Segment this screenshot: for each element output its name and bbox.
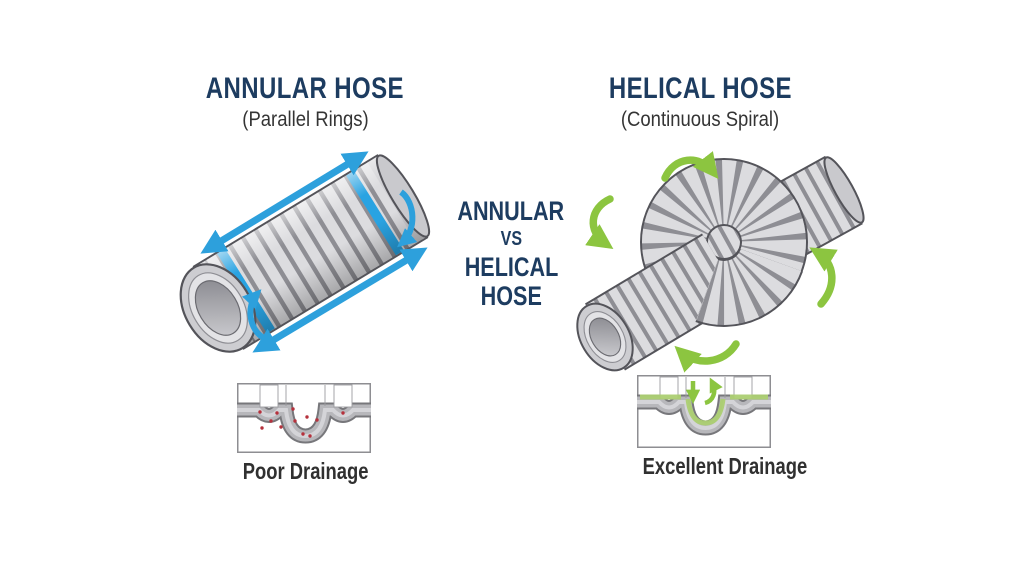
flex-arrow-top-icon xyxy=(661,151,719,182)
annular-title: ANNULAR HOSE xyxy=(205,72,405,105)
poor-drainage-diagram xyxy=(237,383,371,453)
flex-arrow-left-icon xyxy=(585,195,614,250)
annular-heading: ANNULAR HOSE (Parallel Rings) xyxy=(150,74,460,132)
length-arrow-bottom-icon xyxy=(252,247,428,353)
versus-line-hose: HOSE xyxy=(480,281,542,311)
corrugation-cross-section xyxy=(237,384,371,444)
versus-line-helical: HELICAL xyxy=(464,252,558,282)
drainage-flow-highlight xyxy=(640,394,768,426)
flex-arrow-right-icon xyxy=(809,247,838,308)
helical-hose-body xyxy=(576,155,865,372)
versus-line-annular: ANNULAR xyxy=(457,196,565,226)
excellent-drainage-label: Excellent Drainage xyxy=(642,453,808,479)
helical-heading: HELICAL HOSE (Continuous Spiral) xyxy=(545,74,855,132)
excellent-drainage-diagram xyxy=(637,375,771,448)
hose-open-end xyxy=(179,263,257,353)
helical-hose-illustration xyxy=(576,151,865,373)
hose-open-end xyxy=(576,302,634,372)
helical-subtitle: (Continuous Spiral) xyxy=(620,107,780,131)
flex-arrow-bottom-icon xyxy=(674,340,740,373)
poor-drainage-label: Poor Drainage xyxy=(242,458,369,484)
versus-text: ANNULAR VS HELICAL HOSE xyxy=(421,197,601,311)
annular-subtitle: (Parallel Rings) xyxy=(241,107,369,131)
helical-title: HELICAL HOSE xyxy=(608,72,792,105)
versus-line-vs: VS xyxy=(500,228,522,250)
trapped-debris-dots xyxy=(258,407,345,438)
annular-hose-illustration xyxy=(179,151,431,353)
annular-hose-body xyxy=(179,154,431,353)
ring-arrow-near-icon xyxy=(241,289,266,341)
corrugation-cross-section xyxy=(637,376,771,436)
ring-arrow-far-icon xyxy=(397,189,418,248)
length-arrow-top-icon xyxy=(200,151,369,254)
flow-u-turn-arrow-icon xyxy=(704,377,723,406)
